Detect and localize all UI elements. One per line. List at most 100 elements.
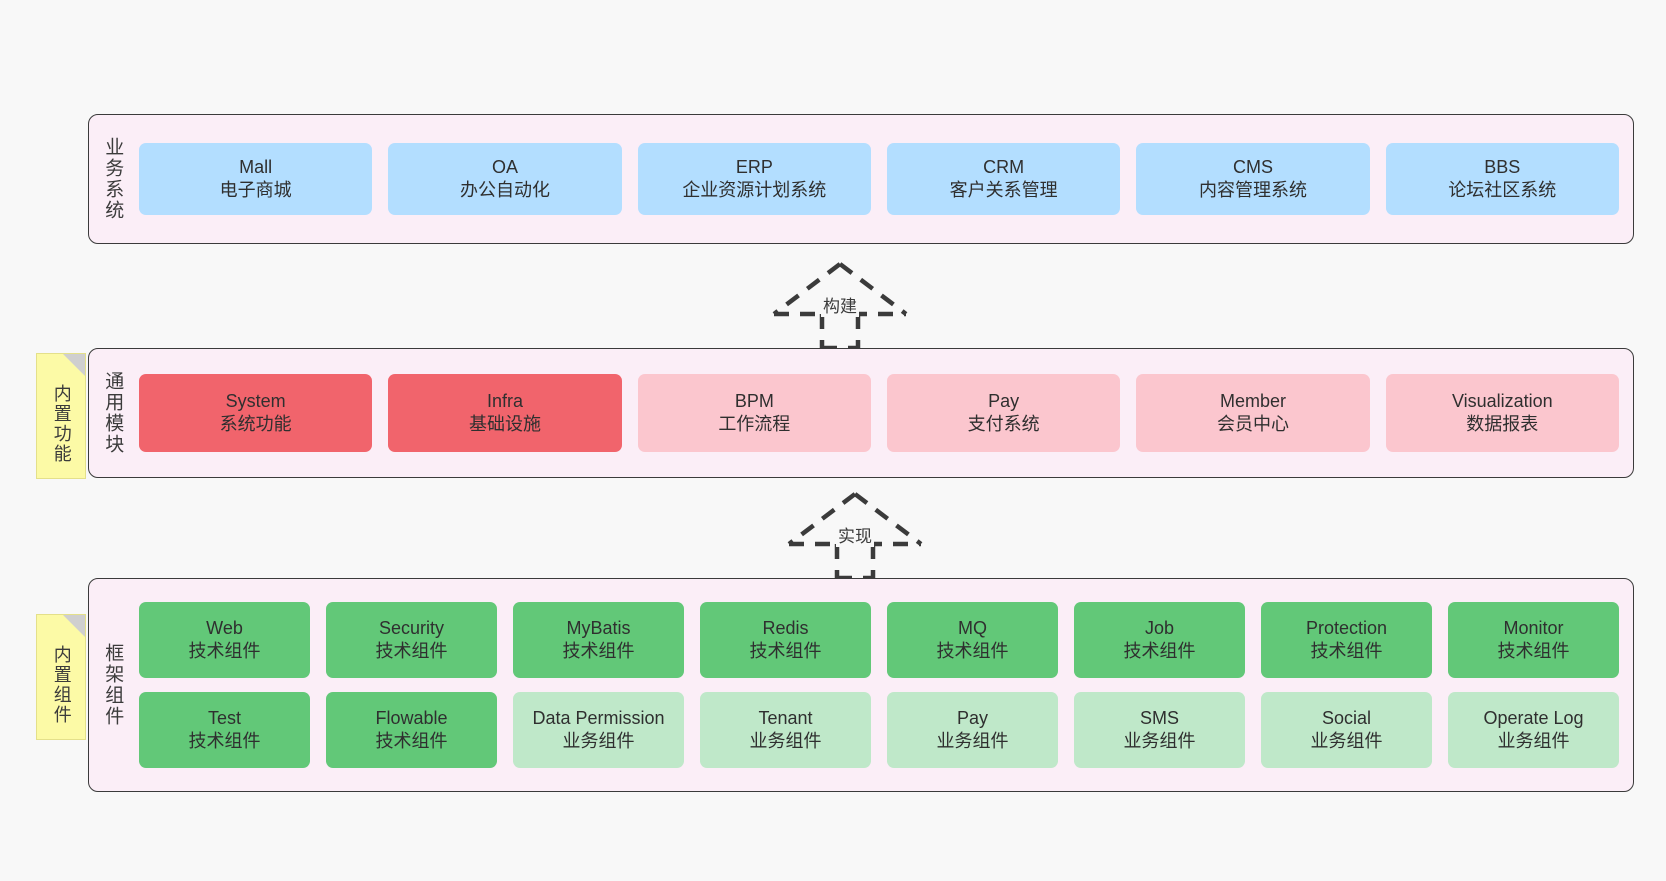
node-bbs[interactable]: BBS 论坛社区系统 <box>1385 143 1619 215</box>
node-visualization[interactable]: Visualization 数据报表 <box>1385 374 1619 452</box>
layer-common-module: 通用模块 System 系统功能 Infra 基础设施 BPM 工作流程 Pay… <box>88 348 1634 478</box>
node-name: ERP <box>735 156 773 177</box>
node-subtitle: 业务组件 <box>1497 731 1570 751</box>
layer-row: System 系统功能 Infra 基础设施 BPM 工作流程 Pay 支付系统… <box>139 374 1619 452</box>
node-subtitle: 办公自动化 <box>459 180 550 200</box>
node-name: Protection <box>1305 617 1388 638</box>
node-name: Web <box>206 617 243 638</box>
node-subtitle: 数据报表 <box>1466 414 1539 434</box>
node-subtitle: 技术组件 <box>1123 641 1196 661</box>
node-mq[interactable]: MQ 技术组件 <box>887 602 1058 678</box>
node-name: Security <box>378 617 445 638</box>
node-name: Test <box>207 707 241 728</box>
node-name: OA <box>491 156 518 177</box>
node-system[interactable]: System 系统功能 <box>139 374 373 452</box>
node-name: BBS <box>1484 156 1521 177</box>
connector-implement: 实现 <box>775 488 935 581</box>
layer-body-business-system: Mall 电子商城 OA 办公自动化 ERP 企业资源计划系统 CRM 客户关系… <box>135 115 1633 243</box>
node-subtitle: 电子商城 <box>219 180 292 200</box>
node-test[interactable]: Test 技术组件 <box>139 692 310 768</box>
node-pay[interactable]: Pay 支付系统 <box>886 374 1121 452</box>
node-job[interactable]: Job 技术组件 <box>1074 602 1245 678</box>
node-name: SMS <box>1139 707 1179 728</box>
layer-row: Web 技术组件 Security 技术组件 MyBatis 技术组件 Redi… <box>139 602 1619 678</box>
layer-body-common-module: System 系统功能 Infra 基础设施 BPM 工作流程 Pay 支付系统… <box>135 349 1633 477</box>
layer-body-framework-component: Web 技术组件 Security 技术组件 MyBatis 技术组件 Redi… <box>135 579 1633 791</box>
node-mall[interactable]: Mall 电子商城 <box>139 143 373 215</box>
node-name: Monitor <box>1503 617 1564 638</box>
node-subtitle: 业务组件 <box>562 731 635 751</box>
layer-title-framework-component: 框架组件 <box>102 643 124 727</box>
node-name: Redis <box>762 617 809 638</box>
node-redis[interactable]: Redis 技术组件 <box>700 602 871 678</box>
node-subtitle: 技术组件 <box>1310 641 1383 661</box>
node-name: Data Permission <box>532 707 665 728</box>
layer-row: Mall 电子商城 OA 办公自动化 ERP 企业资源计划系统 CRM 客户关系… <box>139 143 1619 215</box>
node-infra[interactable]: Infra 基础设施 <box>388 374 622 452</box>
node-web[interactable]: Web 技术组件 <box>139 602 310 678</box>
node-name: Mall <box>239 156 273 177</box>
node-subtitle: 技术组件 <box>936 641 1009 661</box>
node-name: Tenant <box>758 707 813 728</box>
node-operate-log[interactable]: Operate Log 业务组件 <box>1448 692 1619 768</box>
node-name: Member <box>1219 390 1286 411</box>
node-subtitle: 会员中心 <box>1216 414 1289 434</box>
node-monitor[interactable]: Monitor 技术组件 <box>1448 602 1619 678</box>
node-erp[interactable]: ERP 企业资源计划系统 <box>637 143 871 215</box>
node-subtitle: 论坛社区系统 <box>1448 180 1557 200</box>
node-subtitle: 客户关系管理 <box>949 180 1058 200</box>
node-subtitle: 业务组件 <box>1123 731 1196 751</box>
node-social[interactable]: Social 业务组件 <box>1261 692 1432 768</box>
node-subtitle: 技术组件 <box>1497 641 1570 661</box>
node-name: MQ <box>958 617 987 638</box>
node-name: System <box>225 390 286 411</box>
node-oa[interactable]: OA 办公自动化 <box>388 143 622 215</box>
node-sms[interactable]: SMS 业务组件 <box>1074 692 1245 768</box>
node-cms[interactable]: CMS 内容管理系统 <box>1136 143 1370 215</box>
node-subtitle: 业务组件 <box>1310 731 1383 751</box>
node-name: Operate Log <box>1483 707 1584 728</box>
node-name: Pay <box>956 707 989 728</box>
node-name: CMS <box>1232 156 1273 177</box>
node-name: Pay <box>988 390 1020 411</box>
node-subtitle: 业务组件 <box>936 731 1009 751</box>
connector-build: 构建 <box>760 258 920 351</box>
layer-framework-component: 框架组件 Web 技术组件 Security 技术组件 MyBatis 技术组件… <box>88 578 1634 792</box>
layer-title-business-system: 业务系统 <box>102 137 124 221</box>
node-crm[interactable]: CRM 客户关系管理 <box>886 143 1121 215</box>
node-name: CRM <box>983 156 1025 177</box>
page-fold-icon <box>63 354 85 376</box>
page-fold-icon <box>63 615 85 637</box>
node-protection[interactable]: Protection 技术组件 <box>1261 602 1432 678</box>
node-subtitle: 技术组件 <box>749 641 822 661</box>
connector-label-build: 构建 <box>821 292 859 317</box>
node-subtitle: 支付系统 <box>967 414 1040 434</box>
node-name: Social <box>1321 707 1372 728</box>
node-pay-component[interactable]: Pay 业务组件 <box>887 692 1058 768</box>
node-subtitle: 系统功能 <box>219 414 292 434</box>
node-bpm[interactable]: BPM 工作流程 <box>637 374 871 452</box>
note-builtin-component[interactable]: 内置组件 <box>36 614 86 740</box>
node-name: Job <box>1144 617 1175 638</box>
layer-row: Test 技术组件 Flowable 技术组件 Data Permission … <box>139 692 1619 768</box>
note-label: 内置组件 <box>51 645 72 725</box>
node-subtitle: 工作流程 <box>718 414 791 434</box>
layer-title-common-module: 通用模块 <box>102 371 124 455</box>
layer-business-system: 业务系统 Mall 电子商城 OA 办公自动化 ERP 企业资源计划系统 CRM… <box>88 114 1634 244</box>
node-data-permission[interactable]: Data Permission 业务组件 <box>513 692 684 768</box>
node-subtitle: 基础设施 <box>468 414 541 434</box>
node-tenant[interactable]: Tenant 业务组件 <box>700 692 871 768</box>
note-builtin-function[interactable]: 内置功能 <box>36 353 86 479</box>
node-subtitle: 企业资源计划系统 <box>682 180 827 200</box>
node-member[interactable]: Member 会员中心 <box>1136 374 1370 452</box>
node-subtitle: 技术组件 <box>188 731 261 751</box>
node-flowable[interactable]: Flowable 技术组件 <box>326 692 497 768</box>
node-subtitle: 业务组件 <box>749 731 822 751</box>
note-label: 内置功能 <box>51 384 72 464</box>
node-mybatis[interactable]: MyBatis 技术组件 <box>513 602 684 678</box>
node-subtitle: 技术组件 <box>188 641 261 661</box>
node-name: Flowable <box>375 707 448 728</box>
connector-label-implement: 实现 <box>836 522 874 547</box>
node-security[interactable]: Security 技术组件 <box>326 602 497 678</box>
